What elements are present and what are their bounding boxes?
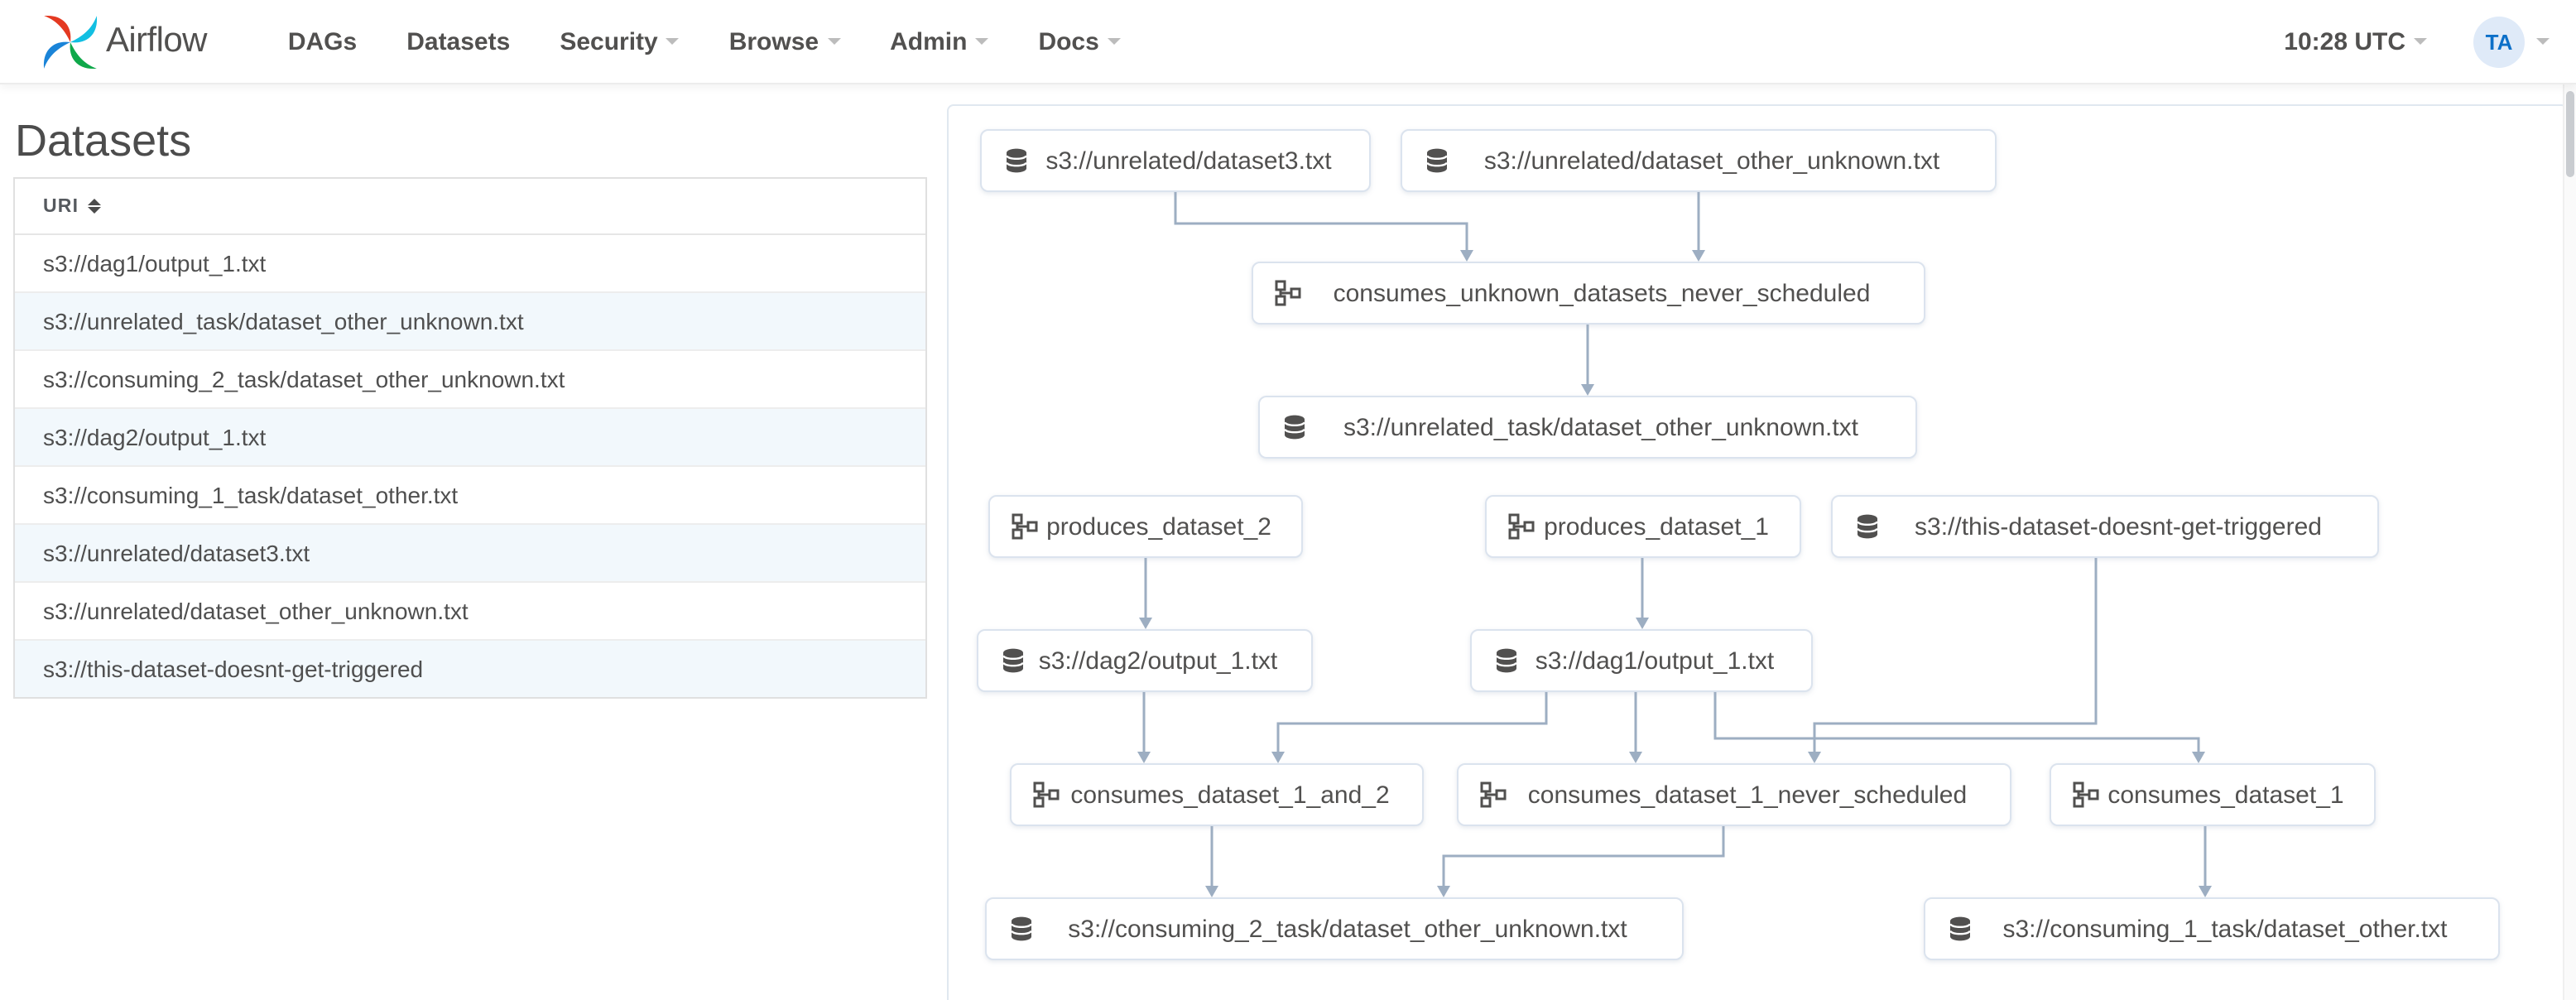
- database-icon: [1281, 414, 1308, 440]
- column-header-uri[interactable]: URI: [43, 196, 101, 216]
- table-row[interactable]: s3://consuming_1_task/dataset_other.txt: [15, 467, 925, 525]
- caret-down-icon: [827, 38, 841, 45]
- nav-item-docs[interactable]: Docs: [1013, 27, 1145, 55]
- caret-down-icon: [1107, 38, 1121, 45]
- nav-right: 10:28 UTC TA: [2284, 16, 2550, 67]
- dag-icon: [2073, 781, 2099, 808]
- graph-node-label: s3://consuming_2_task/dataset_other_unkn…: [1068, 915, 1627, 943]
- graph-node-dataset[interactable]: s3://unrelated/dataset_other_unknown.txt: [1401, 129, 1997, 192]
- table-row[interactable]: s3://unrelated_task/dataset_other_unknow…: [15, 293, 925, 351]
- graph-node-label: consumes_dataset_1_and_2: [1070, 781, 1390, 809]
- nav-item-dags[interactable]: DAGs: [287, 27, 358, 55]
- nav-item-datasets[interactable]: Datasets: [406, 27, 511, 55]
- user-menu[interactable]: TA: [2473, 16, 2550, 67]
- database-icon: [1003, 147, 1030, 174]
- table-row[interactable]: s3://this-dataset-doesnt-get-triggered: [15, 641, 925, 697]
- table-row[interactable]: s3://consuming_2_task/dataset_other_unkn…: [15, 351, 925, 409]
- airflow-logo-icon: [43, 14, 98, 69]
- datasets-table: URI s3://dag1/output_1.txt s3://unrelate…: [13, 177, 927, 699]
- graph-node-dag[interactable]: consumes_dataset_1: [2050, 763, 2376, 826]
- dag-icon: [1480, 781, 1507, 808]
- top-nav: Airflow DAGs Datasets Security Browse Ad…: [0, 0, 2576, 84]
- table-row[interactable]: s3://unrelated/dataset_other_unknown.txt: [15, 583, 925, 641]
- graph-node-dag[interactable]: consumes_unknown_datasets_never_schedule…: [1252, 262, 1925, 325]
- graph-node-label: s3://unrelated_task/dataset_other_unknow…: [1343, 413, 1859, 441]
- caret-down-icon: [2414, 38, 2427, 45]
- brand-name: Airflow: [106, 22, 207, 60]
- graph-node-label: s3://consuming_1_task/dataset_other.txt: [2002, 915, 2448, 943]
- clock-label: 10:28 UTC: [2284, 27, 2405, 55]
- graph-node-label: s3://unrelated/dataset_other_unknown.txt: [1483, 147, 1940, 175]
- table-header-row: URI: [15, 179, 925, 235]
- graph-node-dag[interactable]: produces_dataset_1: [1485, 495, 1801, 558]
- graph-node-dataset[interactable]: s3://this-dataset-doesnt-get-triggered: [1831, 495, 2379, 558]
- nav-item-browse[interactable]: Browse: [704, 27, 865, 55]
- graph-node-dataset[interactable]: s3://dag2/output_1.txt: [977, 629, 1313, 692]
- scrollbar-thumb[interactable]: [2566, 91, 2574, 177]
- graph-node-dataset[interactable]: s3://unrelated_task/dataset_other_unknow…: [1258, 396, 1917, 459]
- dag-icon: [1508, 513, 1535, 540]
- graph-node-dataset[interactable]: s3://consuming_2_task/dataset_other_unkn…: [985, 897, 1684, 960]
- caret-down-icon: [975, 38, 989, 45]
- database-icon: [1947, 916, 1973, 942]
- brand-link[interactable]: Airflow: [40, 11, 207, 72]
- table-row[interactable]: s3://dag1/output_1.txt: [15, 235, 925, 293]
- database-icon: [1424, 147, 1450, 174]
- table-row[interactable]: s3://dag2/output_1.txt: [15, 409, 925, 467]
- graph-node-label: s3://dag1/output_1.txt: [1535, 647, 1775, 675]
- database-icon: [1000, 647, 1026, 674]
- database-icon: [1008, 916, 1035, 942]
- database-icon: [1493, 647, 1520, 674]
- table-row[interactable]: s3://unrelated/dataset3.txt: [15, 525, 925, 583]
- caret-down-icon: [666, 38, 680, 45]
- nav-item-admin[interactable]: Admin: [865, 27, 1013, 55]
- nav-item-security[interactable]: Security: [535, 27, 704, 55]
- graph-node-label: consumes_unknown_datasets_never_schedule…: [1333, 279, 1871, 307]
- dag-icon: [1012, 513, 1038, 540]
- graph-node-label: consumes_dataset_1_never_scheduled: [1527, 781, 1968, 809]
- graph-node-label: s3://unrelated/dataset3.txt: [1045, 147, 1332, 175]
- graph-node-label: produces_dataset_1: [1544, 512, 1769, 541]
- graph-node-label: consumes_dataset_1: [2107, 781, 2344, 809]
- sort-icon: [87, 199, 101, 214]
- avatar: TA: [2473, 16, 2525, 67]
- graph-node-label: produces_dataset_2: [1046, 512, 1271, 541]
- database-icon: [1854, 513, 1881, 540]
- nav-menu: DAGs Datasets Security Browse Admin Docs: [263, 0, 1146, 83]
- graph-node-dataset[interactable]: s3://dag1/output_1.txt: [1470, 629, 1813, 692]
- graph-node-dag[interactable]: consumes_dataset_1_never_scheduled: [1457, 763, 2011, 826]
- graph-node-dag[interactable]: produces_dataset_2: [988, 495, 1303, 558]
- dag-icon: [1033, 781, 1060, 808]
- clock-dropdown[interactable]: 10:28 UTC: [2284, 27, 2427, 55]
- graph-node-dataset[interactable]: s3://consuming_1_task/dataset_other.txt: [1924, 897, 2500, 960]
- graph-node-dag[interactable]: consumes_dataset_1_and_2: [1010, 763, 1424, 826]
- scrollbar: [2563, 84, 2576, 1000]
- graph-node-label: s3://dag2/output_1.txt: [1038, 647, 1278, 675]
- graph-node-dataset[interactable]: s3://unrelated/dataset3.txt: [980, 129, 1371, 192]
- dag-icon: [1275, 280, 1301, 306]
- caret-down-icon: [2536, 38, 2550, 45]
- page-title: Datasets: [15, 116, 192, 166]
- graph-node-label: s3://this-dataset-doesnt-get-triggered: [1915, 512, 2322, 541]
